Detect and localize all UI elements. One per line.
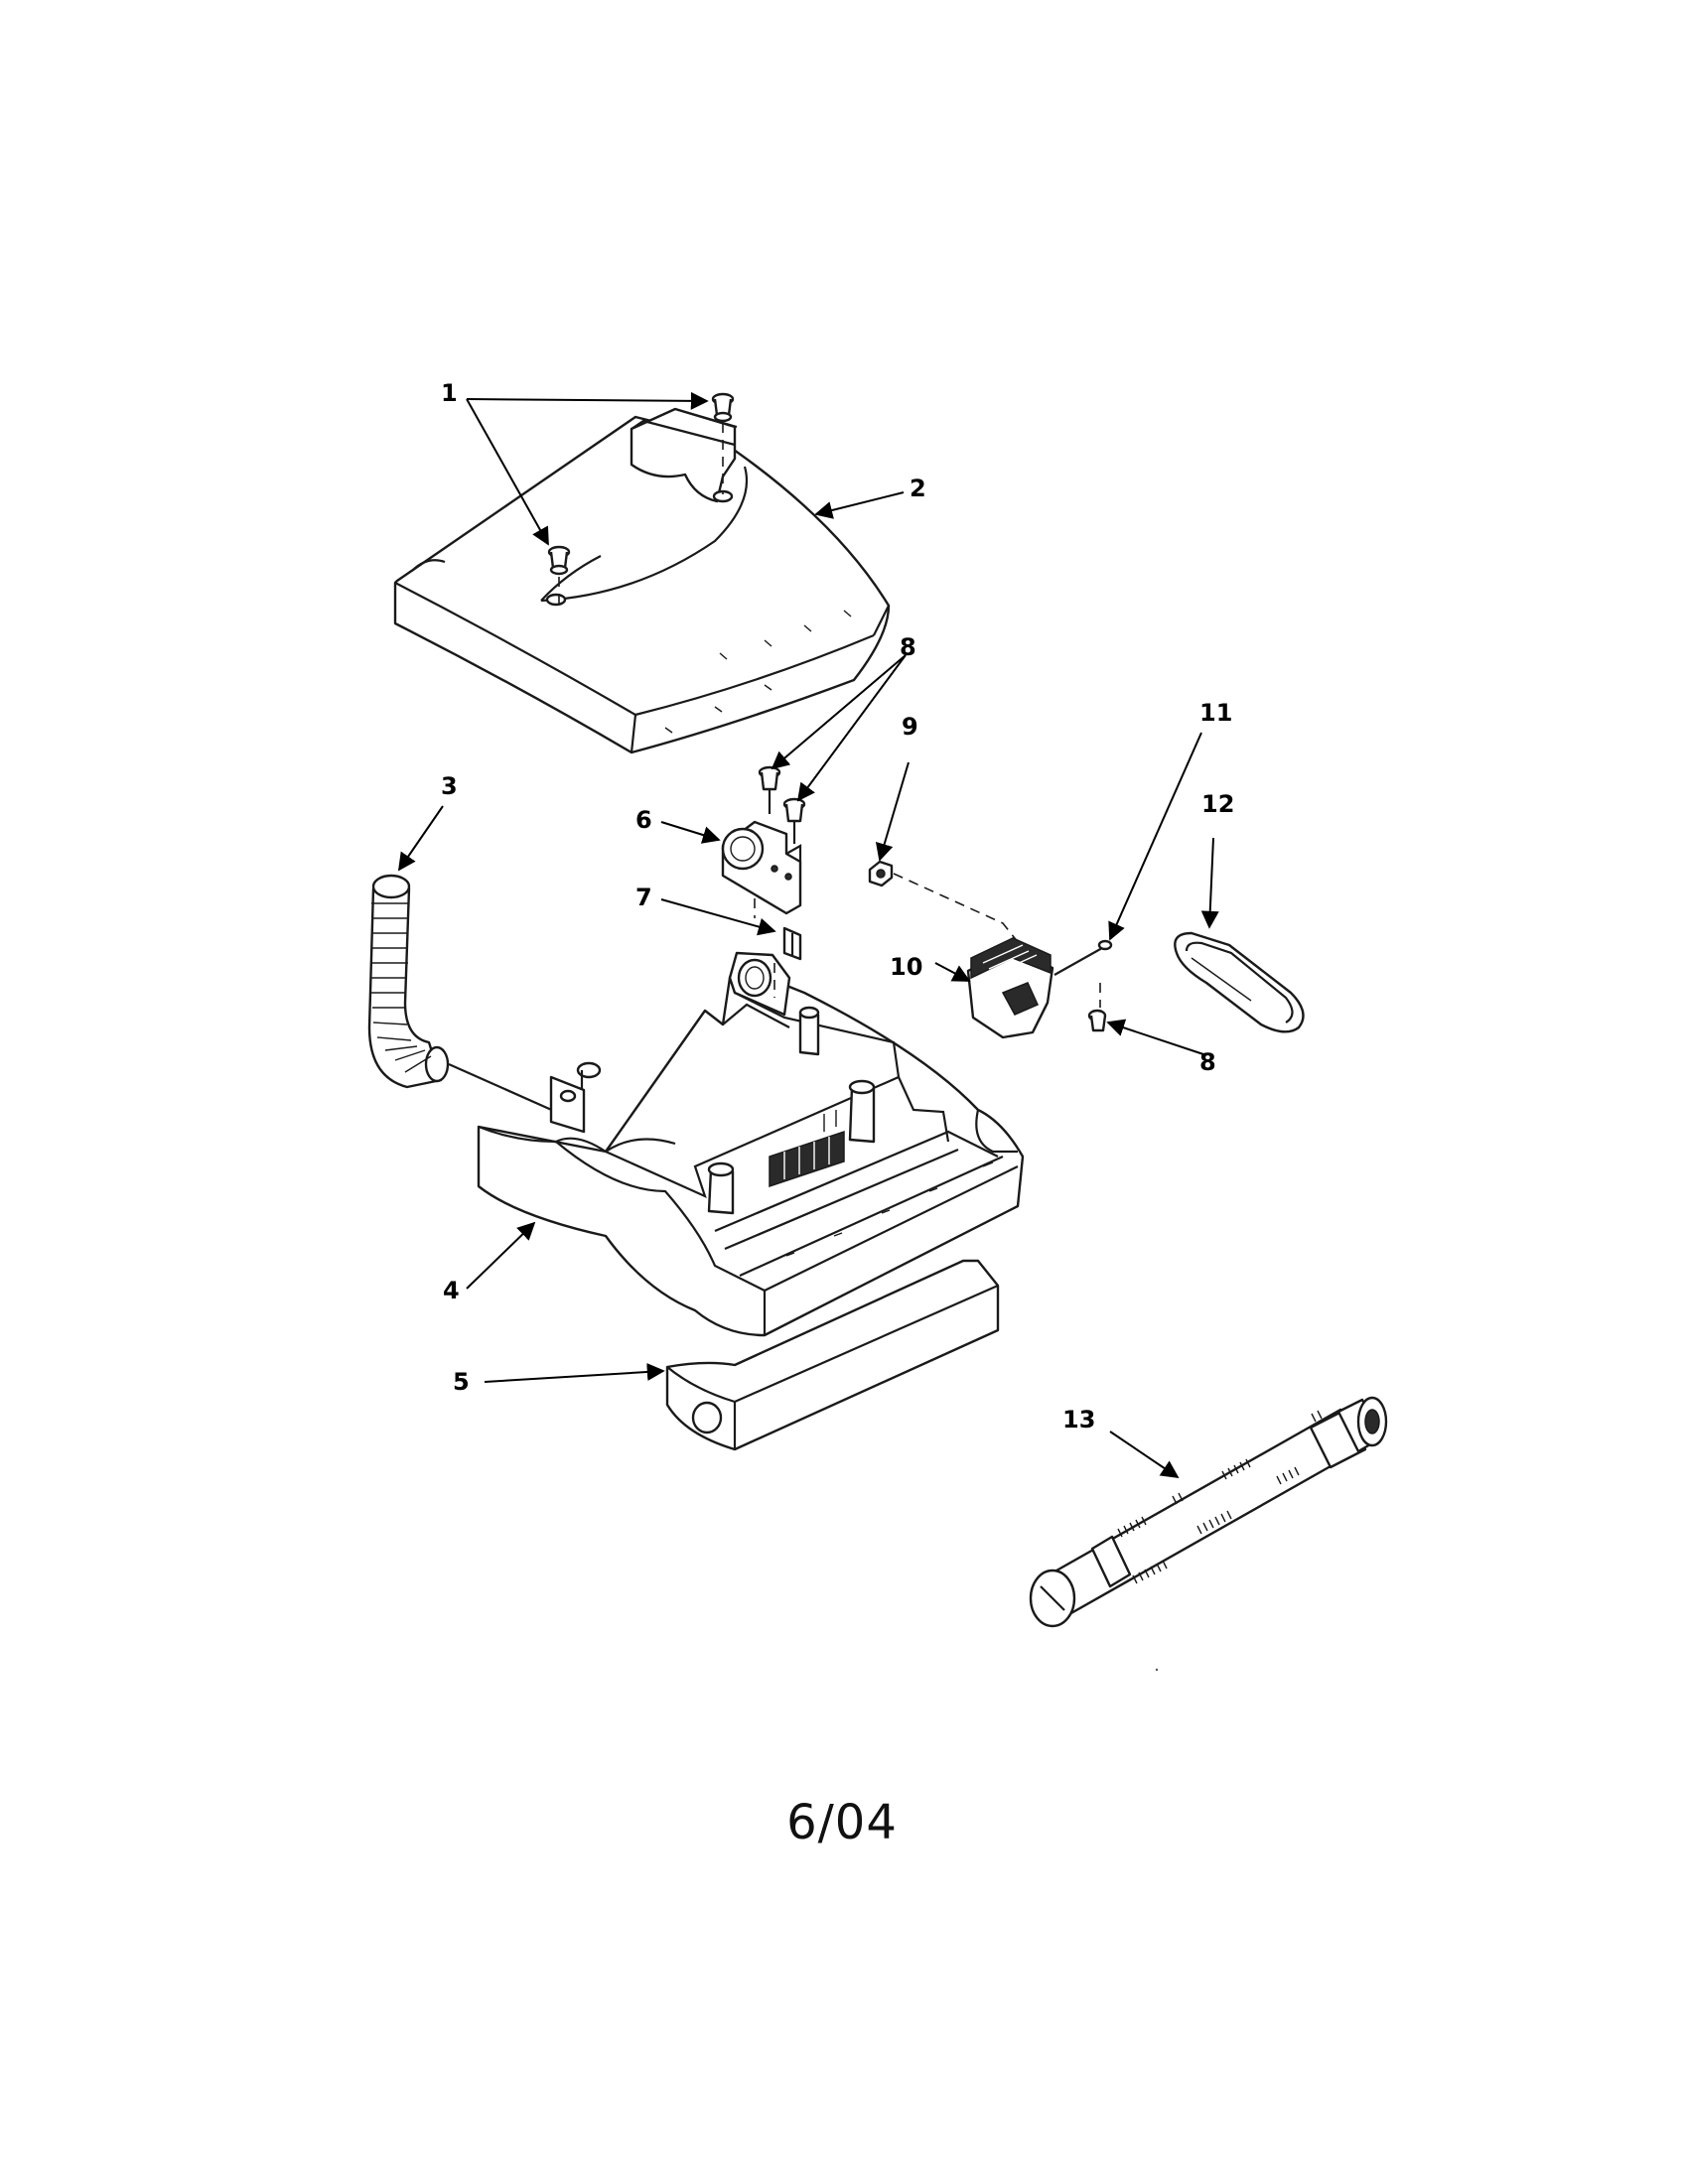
callout-2: 2 — [910, 475, 926, 502]
callout-7: 7 — [635, 884, 652, 911]
part-8-screws — [758, 765, 1107, 1032]
callout-5: 5 — [453, 1368, 470, 1396]
part-2-top-cover — [393, 407, 891, 754]
callout-6: 6 — [635, 806, 652, 834]
callout-1: 1 — [441, 379, 458, 407]
part-4-base-housing — [477, 951, 1025, 1337]
part-3-hose — [367, 874, 557, 1114]
callout-8b: 8 — [1199, 1048, 1216, 1076]
leader-lines — [397, 391, 1219, 1479]
callout-9: 9 — [902, 713, 918, 741]
part-7-clip — [773, 926, 802, 998]
callout-11: 11 — [1199, 699, 1232, 727]
part-13-brush-roll — [1029, 1396, 1388, 1628]
callout-8a: 8 — [900, 633, 916, 661]
callout-4: 4 — [443, 1277, 460, 1304]
part-6-bracket — [721, 820, 802, 918]
part-5-bottom-plate — [665, 1259, 1000, 1451]
callout-13: 13 — [1062, 1406, 1095, 1433]
callout-3: 3 — [441, 772, 458, 800]
part-11-pin — [1053, 939, 1113, 976]
part-1-screws — [547, 392, 735, 604]
callout-10: 10 — [890, 953, 922, 981]
revision-date: 6/04 — [786, 1795, 898, 1850]
part-10-switch — [966, 937, 1054, 1039]
callout-labels: 1 2 3 4 5 6 7 8 9 10 11 12 8 13 — [441, 379, 1234, 1433]
part-12-belt — [1174, 931, 1305, 1033]
callout-12: 12 — [1201, 790, 1234, 818]
